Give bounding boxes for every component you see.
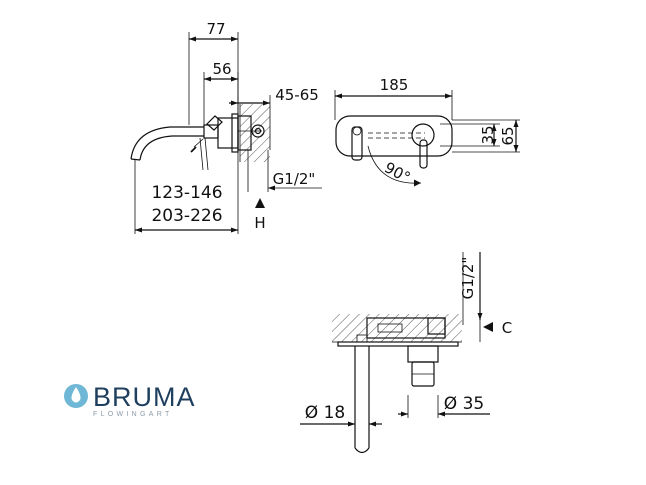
arrow-up-icon: [255, 198, 265, 208]
dim-diameter-18: Ø 18: [305, 403, 345, 423]
spout-bottom-edge: [139, 135, 204, 161]
dim-spout-long: 203-226: [151, 206, 222, 226]
side-view: 77 56 45-65 G1/2": [130, 20, 322, 234]
arrow-left-icon: [483, 322, 493, 332]
lever-handle: [206, 115, 223, 131]
brand-logo: BRUMA FLOWINGART: [64, 382, 196, 418]
handle-rosette-front: [411, 123, 435, 147]
dim-g12-top: G1/2": [459, 257, 477, 300]
water-drop-icon: [64, 384, 88, 408]
brand-tagline: FLOWINGART: [93, 411, 173, 418]
dim-77: 77: [206, 20, 225, 38]
lever-front: [419, 139, 428, 169]
wall-plate-front: [335, 115, 453, 157]
pipe-connection-side: [251, 124, 265, 138]
spout-top-edge: [130, 126, 204, 160]
wall-plate-section: [337, 341, 459, 347]
dim-35-height: 35: [479, 125, 497, 144]
dim-diameter-35: Ø 35: [444, 394, 484, 414]
dim-185: 185: [380, 76, 409, 94]
handle-rosette-section: [407, 345, 439, 363]
dim-g12-side: G1/2": [273, 170, 316, 188]
dim-65-height: 65: [499, 126, 517, 145]
label-c: C: [502, 319, 512, 337]
wall-hatch-side: [240, 104, 270, 162]
dim-spout-short: 123-146: [151, 183, 222, 203]
rotation-arc: [367, 145, 422, 184]
section-view: G1/2" C Ø 18 Ø 35: [300, 252, 512, 454]
brand-name: BRUMA: [93, 382, 196, 412]
front-view: 185 90° 35 65: [334, 76, 520, 187]
wall-hatch-section: [332, 314, 462, 342]
mixer-housing-side: [237, 115, 252, 151]
dim-56: 56: [212, 60, 231, 78]
label-h: H: [254, 214, 265, 232]
dim-45-65: 45-65: [275, 86, 319, 104]
